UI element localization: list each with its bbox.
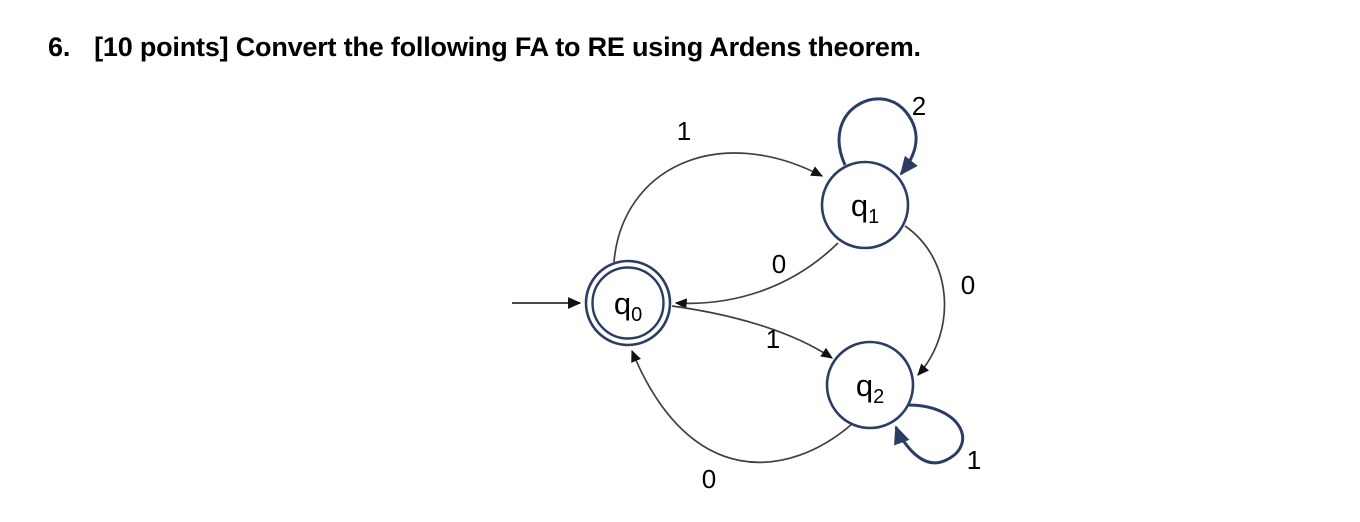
edge-q0-q1 [613,152,824,263]
edge-label-self-loop-q2: 1 [967,445,981,475]
state-q1-label: q1 [851,188,879,228]
edge-q1-q0 [674,242,839,309]
question-heading: 6. [10 points] Convert the following FA … [48,32,921,63]
edge-label-q0-q1: 1 [677,116,691,146]
edge-q0-q2 [671,305,833,359]
state-q1[interactable]: q1 [820,160,910,250]
edge-label-q1-q0: 0 [772,249,786,279]
edge-q2-q0 [631,349,853,464]
state-q0-label: q0 [614,286,642,326]
state-q2-label: q2 [856,368,884,408]
edge-q1-q2 [904,225,946,376]
edge-label-q2-q0: 0 [702,464,716,494]
edge-label-q1-q2: 0 [961,270,975,300]
edge-label-q0-q2: 1 [766,324,780,354]
state-q0[interactable]: q0 [584,259,672,347]
edge-label-self-loop-q1: 2 [912,91,926,121]
state-q2[interactable]: q2 [825,340,915,430]
question-number: 6. [48,32,71,62]
question-text: [10 points] Convert the following FA to … [94,32,921,62]
self-loop-q1 [837,97,918,176]
self-loop-q2 [894,403,965,465]
